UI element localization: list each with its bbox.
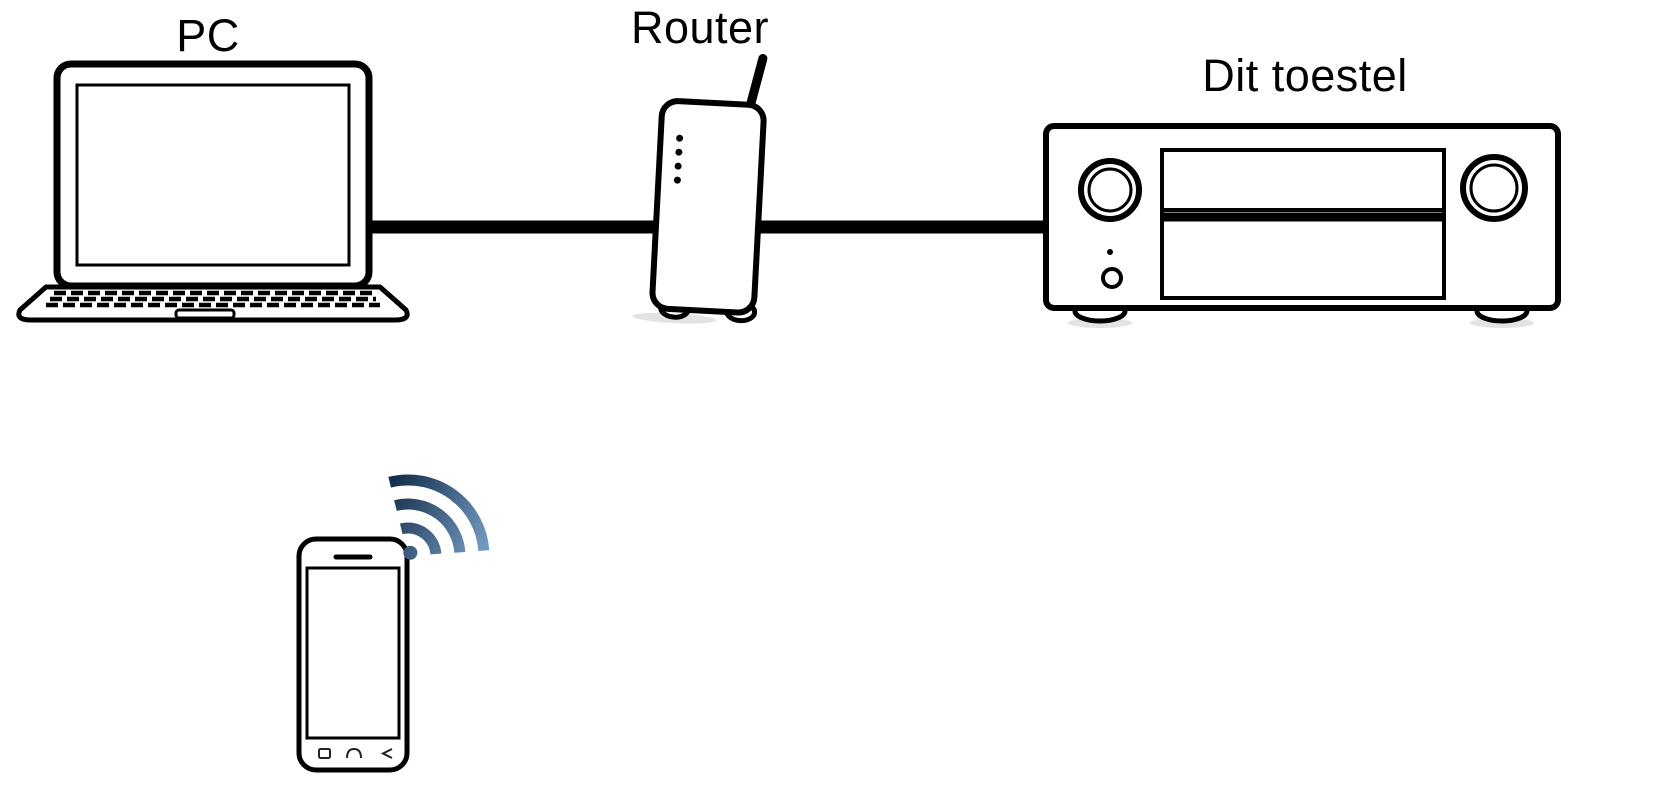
router-antenna xyxy=(744,53,768,115)
laptop-screen xyxy=(75,83,351,267)
router-icon xyxy=(632,53,768,324)
smartphone-icon xyxy=(296,536,410,773)
smartphone-nav-icons xyxy=(318,747,393,759)
router-led xyxy=(676,134,684,142)
router-leds xyxy=(673,134,684,184)
router-led xyxy=(674,162,682,170)
back-icon xyxy=(380,748,393,759)
device-label: Dit toestel xyxy=(1202,50,1408,101)
pc-label: PC xyxy=(176,10,240,61)
receiver-flap xyxy=(1160,208,1446,300)
receiver-indicator-dot xyxy=(1107,249,1113,255)
router-body xyxy=(649,98,767,316)
home-icon xyxy=(346,747,362,759)
wifi-waves-icon xyxy=(388,474,490,560)
wifi-dot xyxy=(403,545,418,560)
wifi-arc-2 xyxy=(394,498,466,553)
receiver-display xyxy=(1160,148,1446,212)
menu-icon xyxy=(318,748,331,759)
router-led xyxy=(675,148,683,156)
receiver-power-button xyxy=(1101,267,1123,289)
wifi-arc-1 xyxy=(399,522,442,555)
router-led xyxy=(673,176,681,184)
smartphone-screen xyxy=(305,566,401,740)
av-receiver-icon xyxy=(1043,123,1561,328)
receiver-knob-left-inner xyxy=(1087,167,1133,213)
receiver-knob-right-inner xyxy=(1469,163,1519,213)
router-label: Router xyxy=(630,2,770,53)
laptop-icon xyxy=(16,60,410,323)
laptop-keyboard xyxy=(46,290,380,308)
wifi-arc-3 xyxy=(388,474,490,552)
laptop-trackpad-notch xyxy=(174,308,236,320)
